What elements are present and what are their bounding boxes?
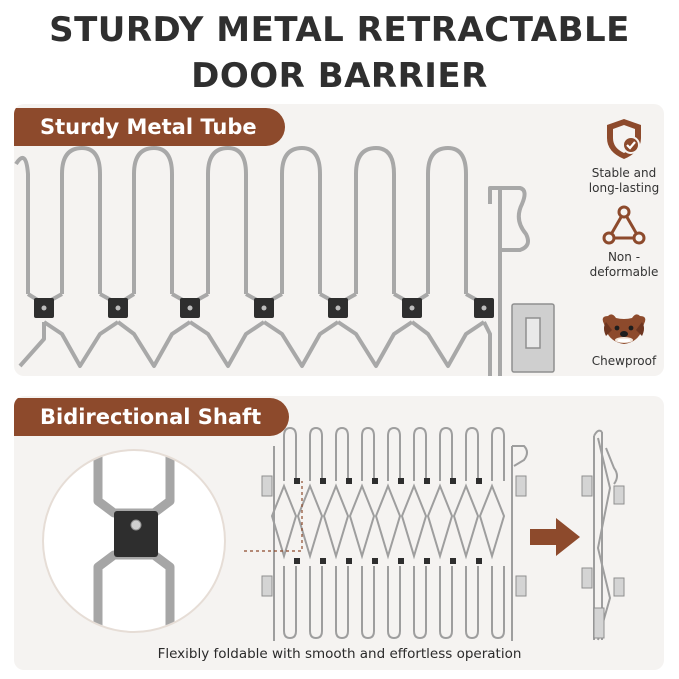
feature-nondeformable: Non - deformable xyxy=(584,204,664,280)
unfolded-gate-illustration xyxy=(244,426,528,641)
feature-chewproof-label: Chewproof xyxy=(591,354,657,368)
shield-check-icon xyxy=(607,119,641,159)
metal-tube-tag: Sturdy Metal Tube xyxy=(14,108,285,146)
metal-tube-panel: Sturdy Metal Tube Stable and long-lastin… xyxy=(14,104,664,376)
folded-gate-illustration xyxy=(581,429,625,641)
feature-stable-line2: long-lasting xyxy=(588,181,660,195)
joint-closeup-illustration xyxy=(93,451,175,631)
feature-chewproof: Chewproof xyxy=(584,310,664,369)
fold-caption: Flexibly foldable with smooth and effort… xyxy=(157,646,522,662)
shaft-tag: Bidirectional Shaft xyxy=(14,398,290,436)
gate-closeup-illustration xyxy=(14,146,555,376)
triangle-nodes-icon xyxy=(602,205,646,245)
feature-nondeformable-line2: deformable xyxy=(589,265,659,279)
main-title-line2: DOOR BARRIER xyxy=(191,56,488,96)
feature-stable-line1: Stable and xyxy=(591,166,657,180)
feature-stable: Stable and long-lasting xyxy=(584,116,664,196)
dog-bone-icon xyxy=(602,314,646,344)
feature-nondeformable-line1: Non - xyxy=(607,250,641,264)
main-title-line1: STURDY METAL RETRACTABLE xyxy=(49,10,630,50)
shaft-joint-closeup xyxy=(42,449,226,633)
arrow-right-icon xyxy=(530,518,580,556)
